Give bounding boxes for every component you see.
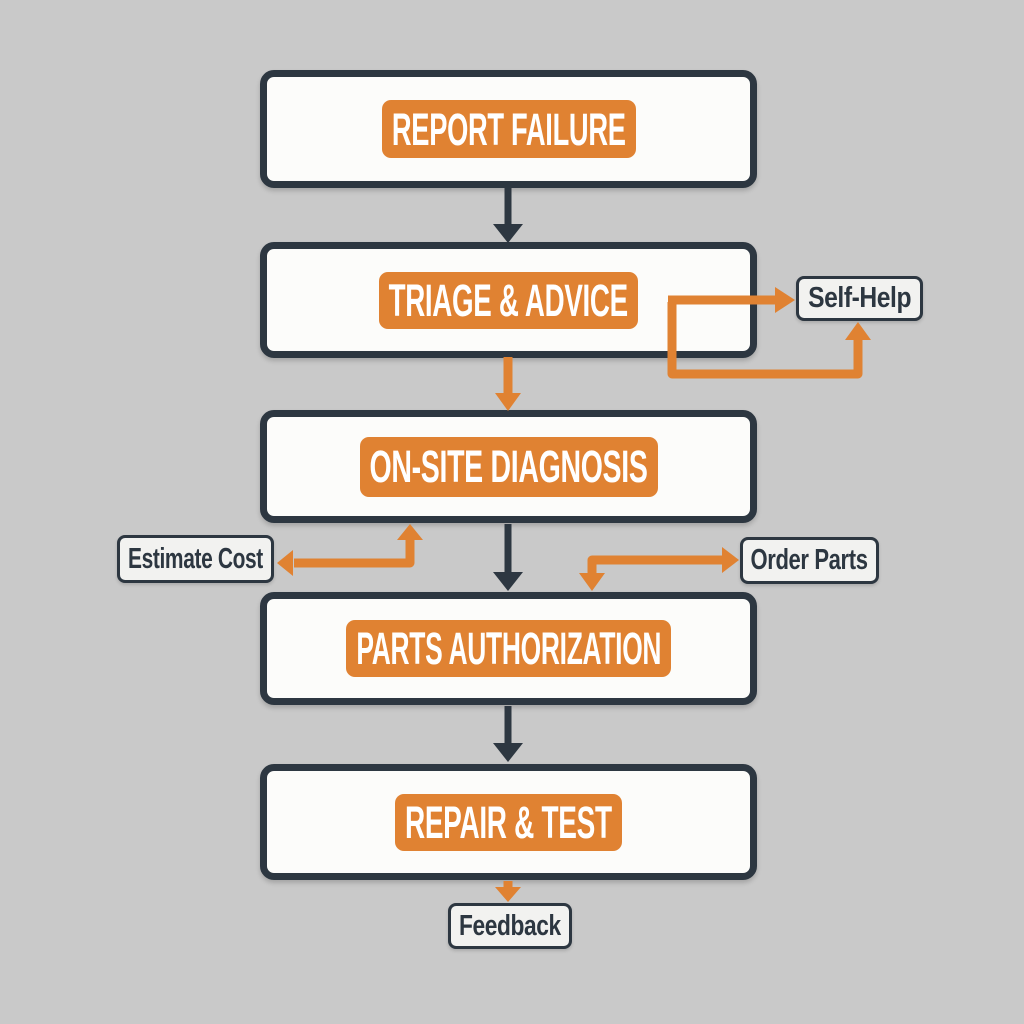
node-label: Self-Help [807, 282, 912, 314]
step-label: TRIAGE & ADVICE [388, 274, 629, 326]
arrow-triage-to-onsite [495, 357, 521, 411]
node-order-parts: Order Parts [740, 537, 879, 584]
node-label: Feedback [459, 909, 561, 942]
arrow-onsite-to-estimate-cost [277, 524, 423, 576]
step-onsite-diagnosis: ON-SITE DIAGNOSIS [260, 410, 757, 523]
step-label: REPAIR & TEST [405, 796, 612, 848]
step-parts-authorization: PARTS AUTHORIZATION [260, 592, 757, 705]
step-label: ON-SITE DIAGNOSIS [369, 441, 648, 492]
step-label: PARTS AUTHORIZATION [356, 623, 661, 674]
step-label-pill: ON-SITE DIAGNOSIS [359, 436, 658, 497]
step-label-pill: REPAIR & TEST [395, 793, 622, 851]
step-label-pill: PARTS AUTHORIZATION [346, 620, 671, 677]
arrow-parts-to-repair [493, 706, 523, 762]
step-repair-test: REPAIR & TEST [260, 764, 757, 880]
step-label: REPORT FAILURE [391, 103, 626, 155]
node-estimate-cost: Estimate Cost [117, 535, 274, 583]
node-label: Estimate Cost [128, 542, 263, 575]
arrow-report-to-triage [493, 187, 523, 243]
node-feedback: Feedback [448, 903, 572, 949]
arrow-orderparts-to-parts [579, 547, 739, 591]
step-label-pill: REPORT FAILURE [381, 100, 636, 158]
arrow-onsite-to-parts [493, 524, 523, 591]
arrow-repair-to-feedback [495, 881, 521, 902]
step-triage-advice: TRIAGE & ADVICE [260, 242, 757, 358]
node-label: Order Parts [750, 544, 869, 576]
node-self-help: Self-Help [796, 276, 923, 321]
step-report-failure: REPORT FAILURE [260, 70, 757, 188]
step-label-pill: TRIAGE & ADVICE [379, 271, 638, 329]
